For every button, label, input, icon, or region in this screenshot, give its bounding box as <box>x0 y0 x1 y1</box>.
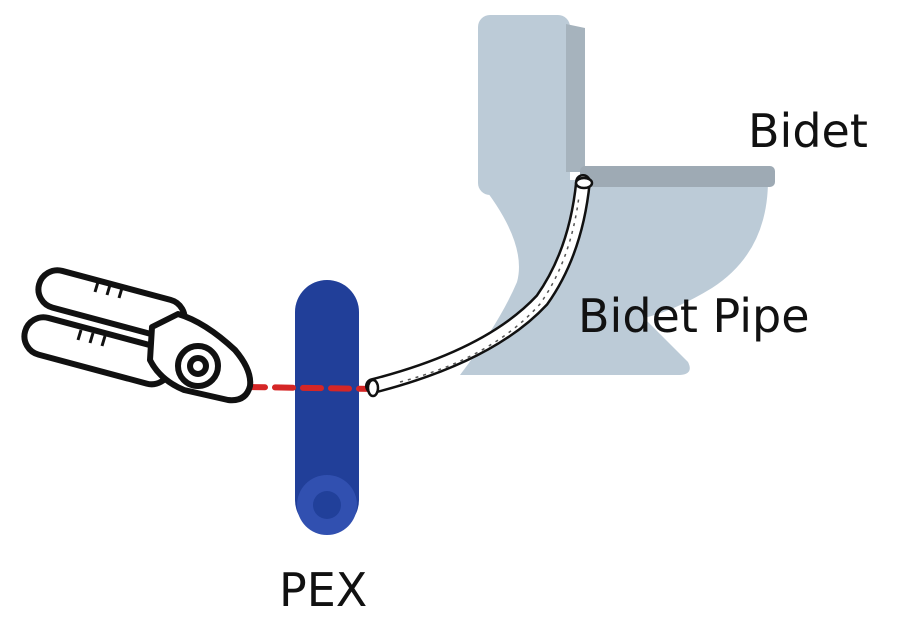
toilet-bowl <box>460 180 768 375</box>
bidet-label: Bidet <box>748 104 868 158</box>
cutter-wheel-hub <box>187 355 209 377</box>
pex-pipe-body <box>295 280 359 532</box>
pex-label: PEX <box>279 563 368 617</box>
toilet-icon <box>460 15 775 375</box>
cutter-grip-mark <box>117 287 124 299</box>
bidet-hose-top-end <box>574 176 594 190</box>
pex-pipe-icon <box>295 280 359 535</box>
cutter-grip-mark <box>93 281 100 293</box>
pipe-cutter-icon <box>21 267 254 404</box>
cutter-grip-mark <box>76 329 83 341</box>
toilet-seat <box>580 166 775 187</box>
bidet-hose-texture <box>399 195 580 383</box>
bidet-hose-fill <box>367 176 589 392</box>
cutter-grip-mark <box>100 335 107 347</box>
cutter-grip-mark <box>88 332 95 344</box>
bidet-pipe-label: Bidet Pipe <box>578 289 810 343</box>
pex-pipe-bore <box>313 491 341 519</box>
cutter-grip-mark <box>105 284 112 296</box>
toilet-tank <box>478 15 570 195</box>
bidet-hose-bottom-end <box>366 378 380 398</box>
cut-line <box>244 384 380 392</box>
bidet-hose-icon <box>365 174 594 398</box>
toilet-tank-side <box>566 24 585 172</box>
